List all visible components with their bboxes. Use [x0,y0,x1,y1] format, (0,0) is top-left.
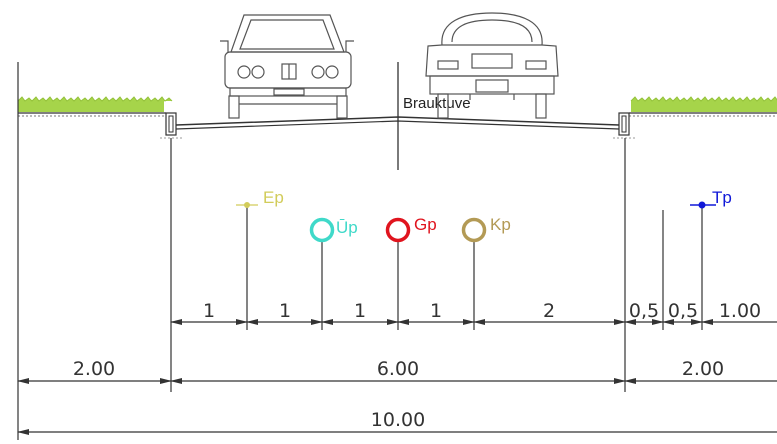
dim-text: 0,5 [629,300,659,322]
dim-text: 6.00 [377,358,419,380]
symbol-tp: Tp [690,188,732,209]
symbol-tp-label: Tp [712,188,732,207]
dim-text: 2.00 [682,358,724,380]
grass-left [17,96,173,117]
symbol-gp-label: Gp [414,215,437,234]
dim-text: 1.00 [719,300,761,322]
dim-text: 2 [543,300,555,322]
dim-text: 10.00 [371,409,425,431]
symbol-ep-label: Ep [263,188,284,207]
grass-right [629,96,777,117]
curb-right [613,112,635,139]
curb-left [160,112,182,139]
dim-text: 1 [430,300,442,322]
road-label: Brauktuve [403,95,471,112]
dim-text: 0,5 [668,300,698,322]
car-front-icon [220,14,354,119]
symbol-up: Ūp [309,217,358,243]
symbol-ep: Ep [236,188,284,208]
symbol-gp: Gp [385,215,437,243]
dim-text: 1 [203,300,215,322]
dim-text: 1 [354,300,366,322]
extension-lines [17,62,703,440]
dim-text: 1 [279,300,291,322]
symbol-kp-label: Kp [490,215,511,234]
dim-text: 2.00 [73,358,115,380]
symbol-kp: Kp [461,215,511,243]
dimension-row-2-texts: 2.00 6.00 2.00 [73,358,724,380]
dimension-row-1-texts: 1 1 1 1 2 0,5 0,5 1.00 [203,300,761,322]
car-rear-icon [425,12,559,119]
symbol-up-label: Ūp [336,218,358,237]
